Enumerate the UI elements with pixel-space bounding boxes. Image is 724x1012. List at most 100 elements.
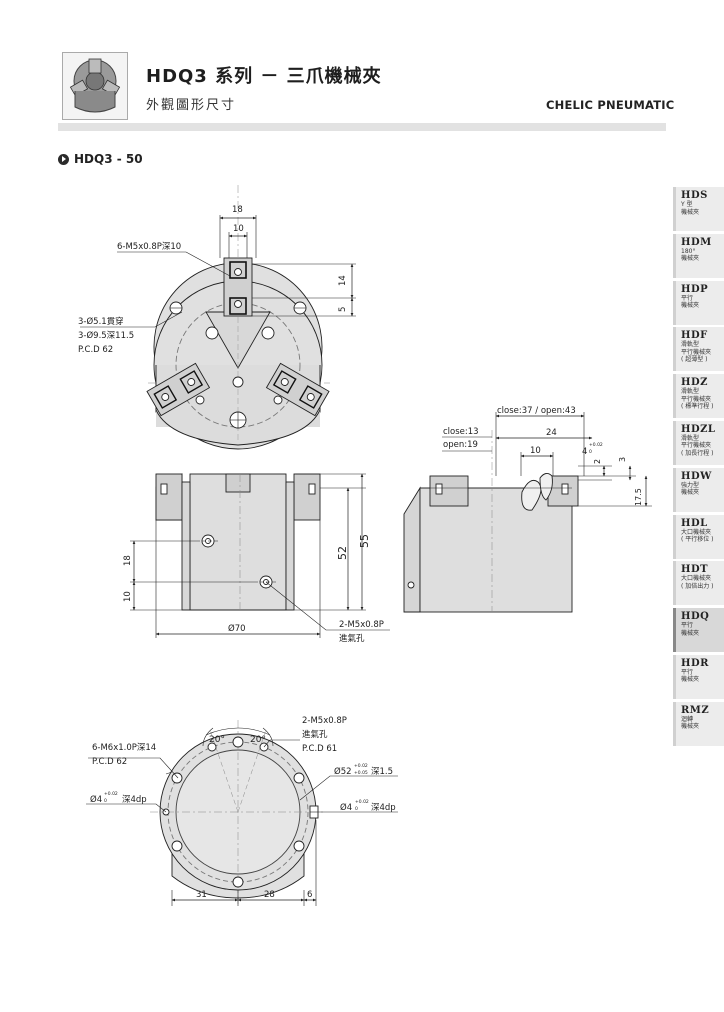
top-dim-10: 10 bbox=[233, 224, 244, 234]
bottom-dim-6: 6 bbox=[307, 890, 312, 900]
sidebar-tab-line: 機械夾 bbox=[681, 208, 700, 216]
bottom-angle-2: 20° bbox=[250, 735, 266, 745]
bottom-callout-port-3: P.C.D 61 bbox=[302, 744, 337, 754]
top-view bbox=[80, 185, 356, 450]
front-dim-52: 52 bbox=[336, 546, 349, 560]
bottom-angle-1: 20° bbox=[209, 735, 225, 745]
side-dim-2: 2 bbox=[593, 459, 602, 464]
sidebar-tab-line: 大口機械夾 bbox=[681, 575, 712, 583]
sidebar-tab-line: 強力型 bbox=[681, 481, 700, 489]
bottom-right-pin-dia: Ø4 bbox=[340, 802, 352, 813]
bottom-dim-31: 31 bbox=[196, 890, 207, 900]
sidebar-tab-line: 機械夾 bbox=[681, 629, 700, 637]
bottom-callout-port-2: 進氣孔 bbox=[302, 729, 328, 740]
sidebar-tab-line: 迴轉 bbox=[681, 715, 694, 723]
sidebar-tab-code: HDQ bbox=[681, 611, 710, 623]
sidebar-tab-code: HDP bbox=[681, 283, 709, 295]
side-tol-4-lower: 0 bbox=[589, 449, 592, 455]
sidebar-tab-code: HDL bbox=[681, 517, 708, 529]
sidebar-tab-code: RMZ bbox=[681, 704, 710, 716]
sidebar-tab-code: HDZ bbox=[681, 377, 708, 389]
front-view bbox=[130, 473, 390, 638]
sidebar-tab-line: 平行機械夾 bbox=[681, 348, 712, 356]
sidebar-tab-code: HDZL bbox=[681, 423, 716, 435]
front-callout-port-1: 2-M5x0.8P bbox=[339, 620, 384, 630]
sidebar-tab-line: ( 平行移位 ) bbox=[681, 536, 714, 544]
bottom-bore-upper: +0.02 bbox=[354, 763, 368, 769]
sidebar-tab-code: HDR bbox=[681, 657, 709, 669]
header-divider bbox=[58, 123, 666, 131]
play-bullet-icon bbox=[58, 153, 69, 165]
brand-name: CHELIC PNEUMATIC bbox=[546, 98, 675, 112]
front-dim-dia70: Ø70 bbox=[228, 623, 246, 634]
sidebar-tab-line: ( 加倍出力 ) bbox=[681, 582, 714, 590]
front-dim-10: 10 bbox=[123, 591, 133, 602]
bottom-left-pin-dia: Ø4 bbox=[90, 794, 102, 805]
bottom-callout-screw-2: P.C.D 62 bbox=[92, 757, 127, 767]
sidebar-tab-line: 180° bbox=[681, 247, 696, 255]
side-dim-4: 4 bbox=[582, 447, 587, 457]
bottom-callout-port-1: 2-M5x0.8P bbox=[302, 716, 347, 726]
sidebar-tab-line: ( 超薄型 ) bbox=[681, 356, 708, 364]
page-subtitle: 外觀圖形尺寸 bbox=[146, 98, 237, 113]
sidebar-tab-line: 大口機械夾 bbox=[681, 528, 712, 536]
sidebar-tab-line: 機械夾 bbox=[681, 489, 700, 497]
side-dim-17-5: 17.5 bbox=[634, 488, 643, 506]
sidebar-tab-code: HDT bbox=[681, 564, 709, 576]
top-callout-hole-2: 3-Ø9.5深11.5 bbox=[78, 330, 134, 341]
bottom-dim-28: 28 bbox=[264, 890, 275, 900]
sidebar-tab-line: 機械夾 bbox=[681, 255, 700, 263]
side-dim-10: 10 bbox=[530, 446, 541, 456]
sidebar-tab-line: ( 標準行程 ) bbox=[681, 403, 714, 411]
sidebar-tab-code: HDS bbox=[681, 190, 708, 201]
sidebar-tab-line: 平行機械夾 bbox=[681, 395, 712, 403]
top-dim-14: 14 bbox=[338, 275, 348, 286]
sidebar-tab-line: 平行 bbox=[681, 294, 694, 302]
front-callout-port-2: 進氣孔 bbox=[339, 633, 365, 644]
sidebar-tab-line: Y 型 bbox=[681, 201, 693, 208]
side-dim-24: 24 bbox=[546, 428, 557, 438]
sidebar-tab-line: 機械夾 bbox=[681, 723, 700, 731]
section-heading: HDQ3 - 50 bbox=[58, 152, 143, 166]
sidebar-tab-line: 機械夾 bbox=[681, 676, 700, 684]
top-callout-screw: 6-M5x0.8P深10 bbox=[117, 242, 181, 252]
section-heading-text: HDQ3 - 50 bbox=[74, 152, 143, 166]
top-dim-5: 5 bbox=[338, 307, 348, 312]
sidebar-tab-line: 平行 bbox=[681, 668, 694, 676]
bottom-right-pin-upper: +0.02 bbox=[355, 799, 369, 805]
bottom-left-pin-depth: 深4dp bbox=[122, 795, 147, 805]
bottom-right-pin-depth: 深4dp bbox=[371, 803, 396, 813]
bottom-bore-dia: Ø52 bbox=[334, 766, 352, 777]
side-close: close:13 bbox=[443, 427, 479, 437]
side-tol-4-upper: +0.02 bbox=[589, 442, 603, 448]
bottom-left-pin-upper: +0.02 bbox=[104, 791, 118, 797]
sidebar-tab-line: 平行 bbox=[681, 622, 694, 630]
sidebar-tab-code: HDW bbox=[681, 470, 712, 482]
top-dim-18: 18 bbox=[232, 205, 243, 215]
page-title: HDQ3 系列 － 三爪機械夾 bbox=[146, 66, 382, 87]
product-thumbnail bbox=[62, 52, 128, 120]
bottom-callout-screw-1: 6-M6x1.0P深14 bbox=[92, 743, 156, 753]
side-dim-3: 3 bbox=[618, 457, 627, 462]
side-open: open:19 bbox=[443, 440, 478, 450]
sidebar-tab-line: 滑軌型 bbox=[681, 341, 700, 349]
sidebar-tab-code: HDF bbox=[681, 330, 708, 342]
sidebar-tab-line: 滑軌型 bbox=[681, 434, 700, 442]
bottom-bore-depth: 深1.5 bbox=[371, 767, 393, 777]
bottom-view bbox=[86, 720, 398, 906]
sidebar-tab-line: 機械夾 bbox=[681, 302, 700, 310]
top-callout-hole-3: P.C.D 62 bbox=[78, 345, 113, 355]
sidebar-tab-line: 平行機械夾 bbox=[681, 442, 712, 450]
